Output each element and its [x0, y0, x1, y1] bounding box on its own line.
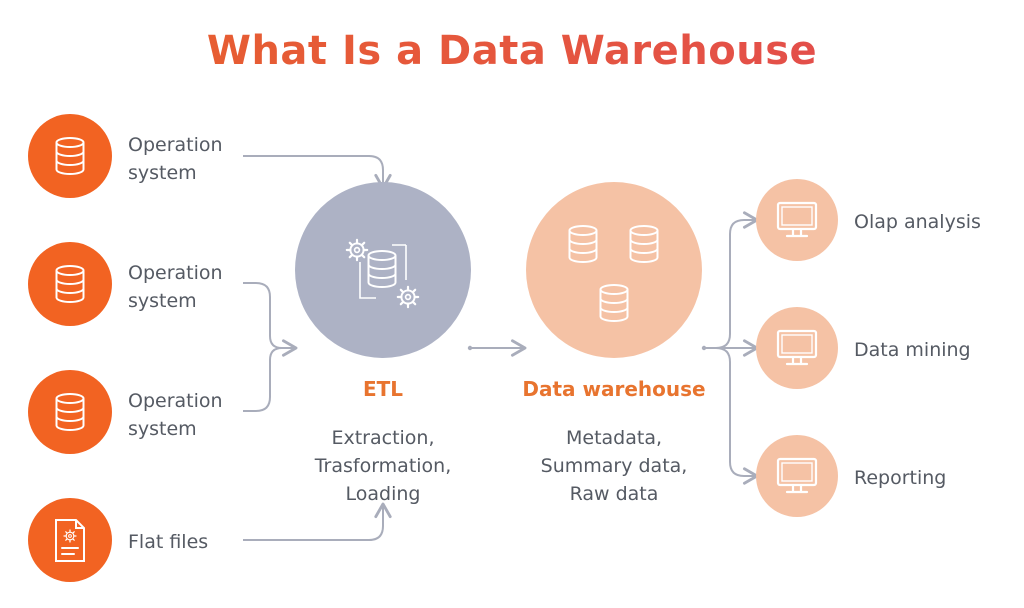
etl-circle — [295, 182, 471, 358]
output-circle — [756, 179, 838, 261]
output-olap-analysis: Olap analysis — [756, 179, 981, 261]
output-label: Olap analysis — [854, 211, 981, 233]
source-operation-system-3: Operation system — [28, 370, 223, 454]
connector-source-3 — [243, 347, 283, 412]
warehouse-desc-line: Metadata, — [566, 427, 662, 449]
connector-source-1 — [243, 155, 392, 190]
warehouse-label: Data warehouse — [522, 377, 705, 401]
connectors — [243, 155, 759, 541]
connector-out-1 — [704, 211, 759, 349]
source-label: Operation — [128, 390, 223, 412]
source-label: system — [128, 162, 197, 184]
source-label: Operation — [128, 134, 223, 156]
etl-desc-line: Loading — [346, 483, 421, 505]
source-label: Flat files — [128, 531, 208, 553]
connector-source-4 — [243, 502, 392, 541]
warehouse-desc-line: Summary data, — [541, 455, 688, 477]
etl-desc-line: Trasformation, — [314, 455, 452, 477]
output-reporting: Reporting — [756, 435, 946, 517]
warehouse-node: Data warehouse Metadata, Summary data, R… — [522, 182, 706, 505]
database-gears-icon — [345, 238, 420, 309]
output-circle — [756, 435, 838, 517]
source-operation-system-2: Operation system — [28, 242, 223, 326]
document-gear-icon — [55, 519, 85, 562]
output-data-mining: Data mining — [756, 307, 971, 389]
page-title: What Is a Data Warehouse — [0, 28, 1024, 74]
etl-desc-line: Extraction, — [331, 427, 434, 449]
connector-source-2 — [243, 282, 298, 357]
source-operation-system-1: Operation system — [28, 114, 223, 198]
connector-out-3 — [715, 347, 759, 485]
source-flat-files: Flat files — [28, 498, 208, 582]
output-label: Reporting — [854, 467, 946, 489]
output-label: Data mining — [854, 339, 971, 361]
etl-label: ETL — [363, 377, 403, 401]
warehouse-circle — [526, 182, 702, 358]
source-label: system — [128, 418, 197, 440]
output-circle — [756, 307, 838, 389]
source-label: system — [128, 290, 197, 312]
etl-node: ETL Extraction, Trasformation, Loading — [295, 182, 471, 505]
source-label: Operation — [128, 262, 223, 284]
warehouse-desc-line: Raw data — [570, 483, 659, 505]
